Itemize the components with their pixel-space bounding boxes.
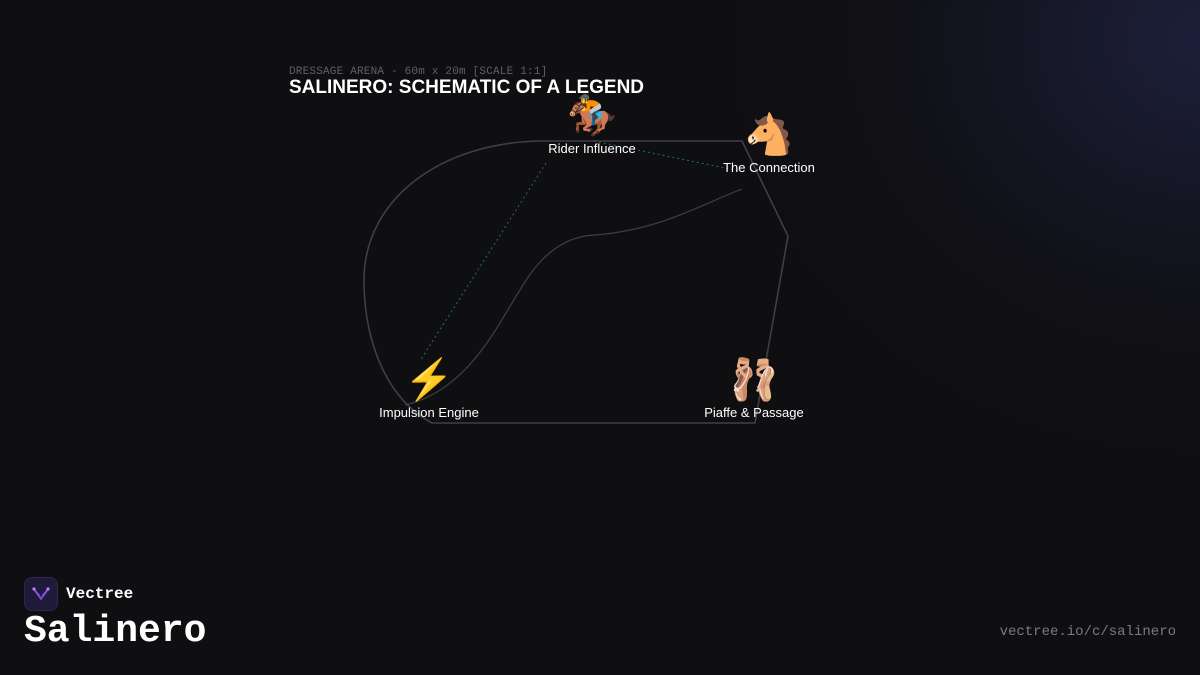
node-label: The Connection [723,160,815,175]
node-piaffe-passage[interactable]: 🩰 Piaffe & Passage [674,357,834,420]
arena-caption: DRESSAGE ARENA - 60m x 20m [SCALE 1:1] [289,66,548,78]
brand-name: Vectree [66,585,134,603]
link-rider-connection [593,140,745,173]
horse-racing-icon: 🏇 [567,94,617,138]
page-title: Salinero [24,610,207,653]
ballet-shoes-icon: 🩰 [729,358,779,402]
node-label: Piaffe & Passage [704,405,804,420]
brand[interactable]: Vectree [24,577,133,611]
horse-face-icon: 🐴 [744,113,794,157]
arena-outline [363,140,789,424]
page-url[interactable]: vectree.io/c/salinero [999,624,1176,640]
node-the-connection[interactable]: 🐴 The Connection [689,112,849,175]
lightning-icon: ⚡ [404,358,454,402]
link-rider-impulsion [419,162,547,362]
node-rider-influence[interactable]: 🏇 Rider Influence [512,93,672,156]
node-label: Rider Influence [548,141,636,156]
node-label: Impulsion Engine [379,405,479,420]
node-impulsion-engine[interactable]: ⚡ Impulsion Engine [349,357,509,420]
diagram-title: SALINERO: SCHEMATIC OF A LEGEND [289,77,645,98]
vectree-logo-icon [24,577,58,611]
serpentine-path [404,188,743,406]
